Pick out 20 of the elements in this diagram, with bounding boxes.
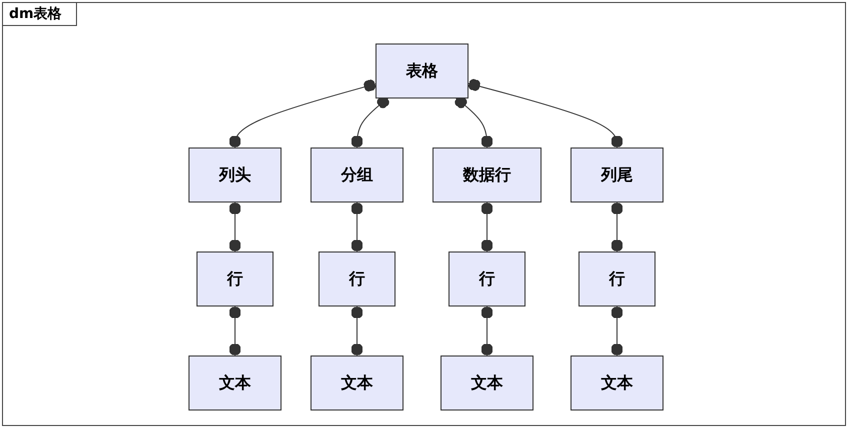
connector	[468, 78, 624, 148]
node-box: 分组	[310, 148, 404, 202]
connector	[480, 202, 494, 252]
node-box: 文本	[570, 356, 664, 410]
node-box: 表格	[376, 44, 468, 98]
node-box: 文本	[440, 356, 534, 410]
connector	[228, 202, 242, 252]
connector	[610, 202, 624, 252]
node-box: 文本	[188, 356, 282, 410]
connector	[228, 80, 376, 148]
node-box: 数据行	[432, 148, 542, 202]
connector	[350, 306, 364, 356]
connector	[350, 96, 390, 148]
connector	[610, 306, 624, 356]
connector	[350, 202, 364, 252]
connector	[480, 306, 494, 356]
connector	[228, 306, 242, 356]
node-box: 文本	[310, 356, 404, 410]
diagram-title: dm表格	[3, 3, 77, 26]
connector	[454, 96, 494, 148]
